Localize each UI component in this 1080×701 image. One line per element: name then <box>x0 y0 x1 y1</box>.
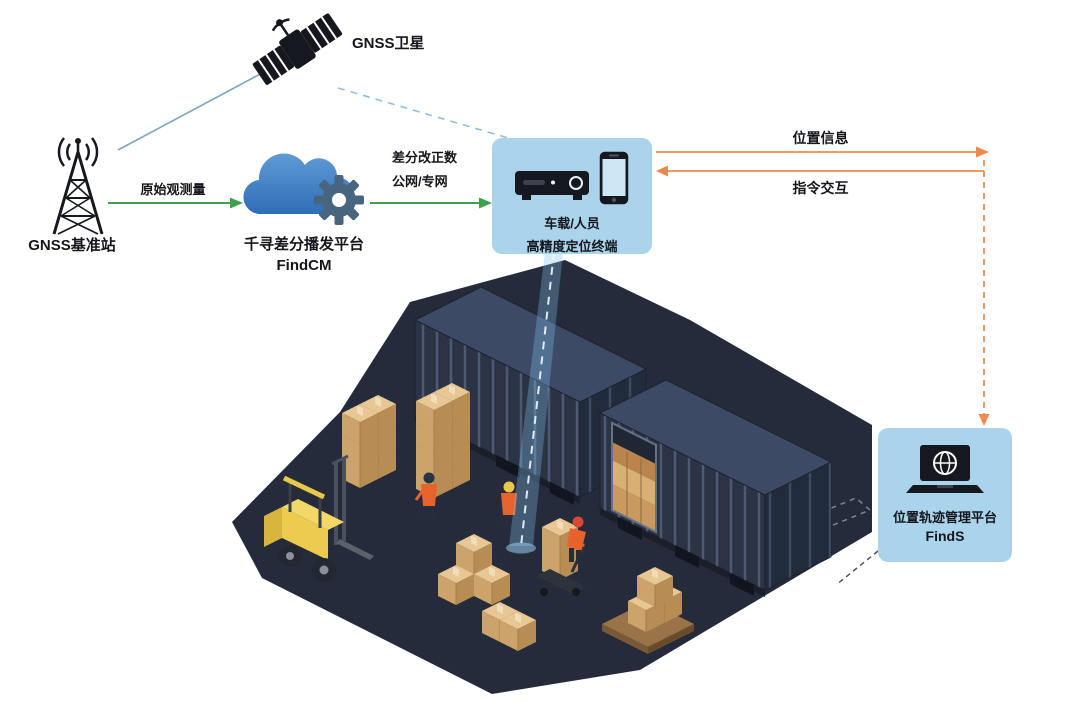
pallet-bottom-right <box>602 566 694 654</box>
management-platform-panel: 位置轨迹管理平台 FindS <box>878 428 1012 562</box>
edge-corrections <box>370 197 492 209</box>
worker-2 <box>501 481 517 529</box>
terminal-label-line2: 高精度定位终端 <box>526 238 618 254</box>
carton-stack-tall <box>415 382 471 499</box>
corrections-label-line2: 公网/专网 <box>392 174 448 189</box>
warehouse-scene <box>232 260 872 694</box>
satellite-label: GNSS卫星 <box>352 35 425 52</box>
worker-3 <box>567 516 586 564</box>
satellite-icon <box>246 2 350 103</box>
radio-tower-icon <box>26 136 130 247</box>
worker-1 <box>414 472 437 520</box>
terminal-panel: 车载/人员 高精度定位终端 <box>492 138 652 254</box>
corrections-label-line1: 差分改正数 <box>392 150 458 165</box>
container-open-door <box>611 421 657 534</box>
smartphone-icon <box>599 151 629 210</box>
edge-command-interaction <box>656 165 984 177</box>
command-interaction-label: 指令交互 <box>792 180 849 196</box>
position-info-label: 位置信息 <box>792 130 849 146</box>
base-station-label: GNSS基准站 <box>28 237 116 254</box>
carton-stack-left <box>341 394 397 489</box>
cloud-platform-title: 千寻差分播发平台 <box>243 236 364 253</box>
raw-observation-label: 原始观测量 <box>140 182 206 197</box>
platform-subtitle: FindS <box>925 527 965 544</box>
terminal-label-line1: 车载/人员 <box>544 216 600 231</box>
media-terminal-icon <box>515 165 589 210</box>
laptop-globe-icon <box>905 443 985 502</box>
platform-title: 位置轨迹管理平台 <box>892 510 997 525</box>
cloud-gear-icon <box>236 130 376 245</box>
container-2 <box>598 379 833 597</box>
cloud-platform-subtitle: FindCM <box>276 257 332 274</box>
forklift <box>264 454 374 582</box>
